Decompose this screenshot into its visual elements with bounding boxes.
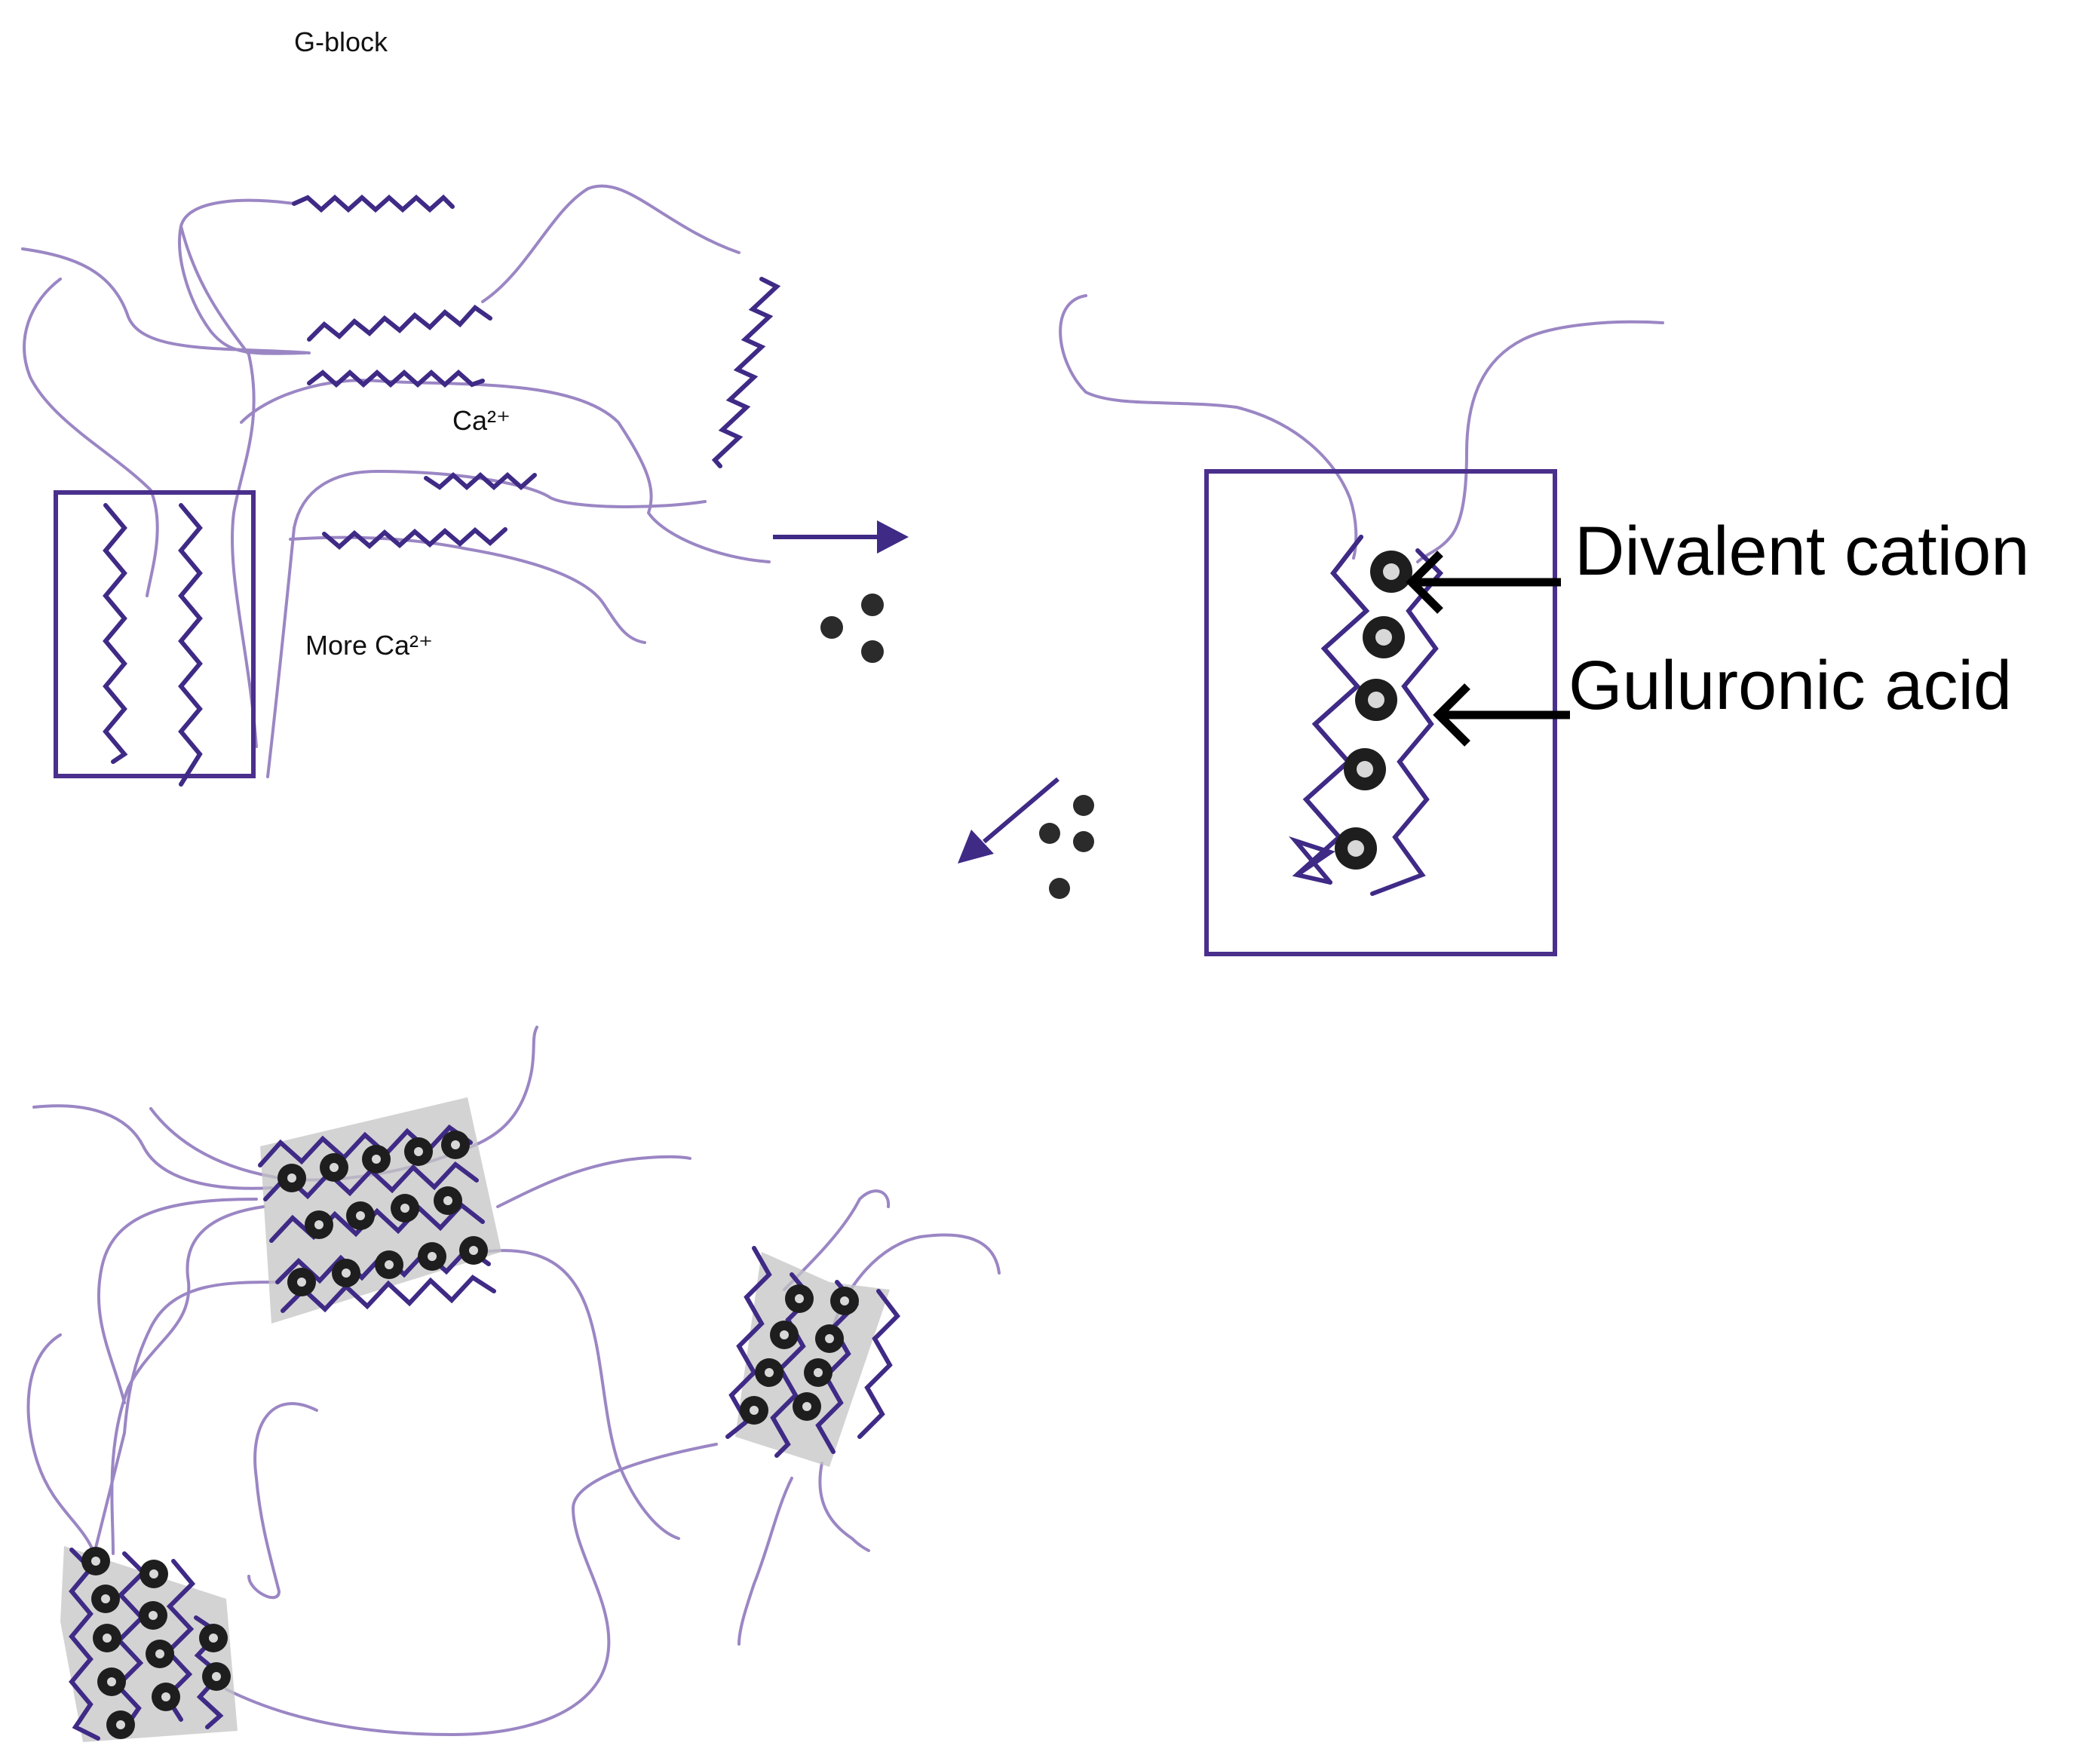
polymer-strand xyxy=(783,1189,891,1291)
bound-cation-row xyxy=(81,1547,231,1739)
g-block-chain xyxy=(178,503,203,787)
divalent-cation-label: Divalent cation xyxy=(1575,513,2029,590)
bound-cation-row xyxy=(277,1130,488,1296)
g-block-chain xyxy=(307,305,492,342)
free-calcium-ions xyxy=(820,594,884,663)
guluronic-chain xyxy=(258,1124,473,1167)
polymer-strand xyxy=(818,1462,870,1552)
guluronic-chain xyxy=(281,1275,496,1313)
polymer-strand xyxy=(97,1198,258,1404)
g-block-chain xyxy=(292,194,455,213)
calcium-ion xyxy=(1049,878,1070,899)
g-block-chain xyxy=(307,369,485,388)
polymer-strand xyxy=(32,1104,273,1190)
arrow-right-head xyxy=(877,520,909,554)
bound-cation xyxy=(1370,551,1412,593)
polymer-strand xyxy=(110,1205,265,1555)
polymer-strand xyxy=(1416,320,1664,563)
ca-label: Ca²⁺ xyxy=(452,405,511,436)
arrow-left-head xyxy=(1433,683,1470,747)
g-block-label: G-block xyxy=(294,26,388,57)
polymer-strand xyxy=(481,184,741,303)
polymer-strand xyxy=(496,1155,691,1208)
g-block-chain xyxy=(711,277,781,468)
bound-cation xyxy=(1344,748,1386,790)
polymer-strand xyxy=(23,278,159,597)
polymer-strand xyxy=(21,247,311,354)
calcium-ion xyxy=(1073,795,1094,816)
bound-cation xyxy=(1335,827,1377,870)
polymer-strand xyxy=(179,225,258,748)
junction-zone xyxy=(258,1097,501,1324)
guluronic-acid-label: Guluronic acid xyxy=(1568,647,2012,724)
guluronic-chain xyxy=(1292,535,1370,885)
g-block-frame xyxy=(54,490,256,778)
guluronic-chain xyxy=(857,1289,900,1439)
polymer-strand xyxy=(1059,294,1358,560)
g-block-chain xyxy=(103,503,128,764)
more-ca-label: More Ca²⁺ xyxy=(305,630,433,661)
polymer-strand xyxy=(266,470,707,778)
arrow-left-head xyxy=(1406,551,1443,614)
bound-cation-row xyxy=(740,1284,859,1425)
calcium-ion xyxy=(1073,831,1094,852)
arrow-down-left-head xyxy=(958,830,994,864)
arrow-down-left-icon xyxy=(983,777,1059,844)
junction-zone xyxy=(725,1246,900,1467)
process-arrow-right xyxy=(773,520,909,554)
g-block-chain xyxy=(424,471,537,491)
polymer-strand xyxy=(289,535,646,644)
guluronic-chain xyxy=(1370,548,1444,896)
polymer-strand xyxy=(93,1281,281,1555)
g-block-chain xyxy=(322,527,507,550)
egg-box-detail-panel: Divalent cation Guluronic acid xyxy=(1059,294,2029,956)
free-calcium-ions xyxy=(1039,795,1094,899)
polymer-strand xyxy=(737,1477,793,1646)
guluronic-chain xyxy=(69,1548,100,1741)
g-block-panel: G-block Ca²⁺ More Ca²⁺ xyxy=(21,26,781,787)
process-arrow-down-left xyxy=(958,777,1059,864)
bound-cation xyxy=(1355,679,1397,721)
junction-zone xyxy=(60,1546,238,1742)
calcium-ion xyxy=(1039,823,1060,844)
calcium-ion xyxy=(820,616,843,639)
polymer-strand xyxy=(247,1402,318,1600)
polymer-strand xyxy=(225,1443,718,1736)
calcium-ion xyxy=(861,594,884,616)
polymer-strand xyxy=(481,1249,680,1540)
gel-network-panel xyxy=(26,1026,1001,1742)
bound-cation xyxy=(1363,616,1405,658)
calcium-ion xyxy=(861,640,884,663)
polymer-strand xyxy=(26,1333,96,1555)
